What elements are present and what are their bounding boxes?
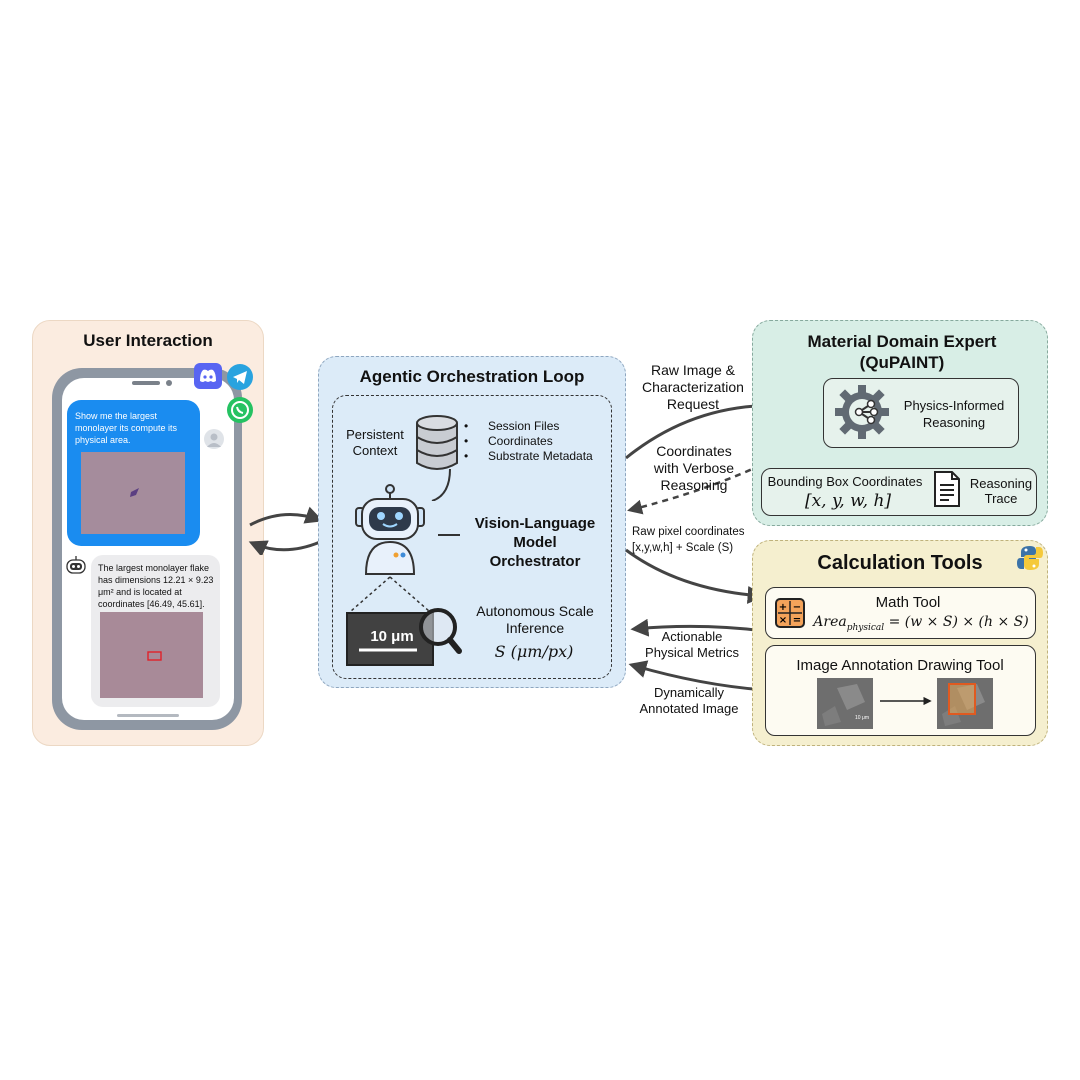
whatsapp-icon[interactable] xyxy=(227,397,253,423)
bbox-formula: [x, y, w, h] xyxy=(804,491,892,511)
svg-text:−: − xyxy=(793,602,801,613)
user-orchestrator-arrows xyxy=(248,506,324,555)
bbox-label: Bounding Box Coordinates xyxy=(767,474,923,489)
scale-bar-inference-graphic xyxy=(346,576,462,666)
actionable-metrics-label: Actionable Physical Metrics xyxy=(645,629,739,660)
user-interaction-title: User Interaction xyxy=(83,331,213,350)
sem-scale-caption: 10 μm xyxy=(855,715,869,721)
user-attached-microscope-image[interactable] xyxy=(81,452,185,534)
arrow-image-return xyxy=(628,660,765,692)
math-tool-box xyxy=(765,587,1036,639)
phone-home-bar xyxy=(117,714,179,717)
database-icon xyxy=(416,415,458,501)
math-formula-sub: physical xyxy=(846,622,885,633)
svg-text:=: = xyxy=(793,615,801,626)
return-arrows xyxy=(628,618,765,692)
gear-network-icon xyxy=(835,385,889,439)
arrow-to-calc xyxy=(625,548,766,604)
arrow-metrics-return xyxy=(630,618,765,637)
math-formula-lhs: Area xyxy=(813,614,847,630)
flake-bounding-box xyxy=(147,651,162,661)
svg-text:+: + xyxy=(779,602,787,613)
calc-tools-title: Calculation Tools xyxy=(817,552,983,574)
context-item-session-files: •Session Files xyxy=(464,419,560,433)
bot-avatar-icon xyxy=(66,556,86,574)
phone-speaker xyxy=(132,381,160,385)
document-icon xyxy=(934,471,960,507)
calculator-icon: + − × = xyxy=(775,598,805,628)
robot-connector-line xyxy=(438,534,460,536)
math-formula: Areaphysical = (w × S) × (h × S) xyxy=(810,614,1032,633)
messaging-app-icons xyxy=(194,363,253,423)
user-message-text: Show me the largest monolayer its comput… xyxy=(75,411,178,445)
persistent-context-label: Persistent Context xyxy=(346,427,404,458)
raw-pixel-label: Raw pixel coordinates [x,y,w,h] + Scale … xyxy=(632,526,745,554)
python-icon xyxy=(1017,546,1043,570)
context-item-coordinates: •Coordinates xyxy=(464,434,553,448)
bounding-box-output-box xyxy=(761,468,1037,516)
context-items-list: •Session Files •Coordinates •Substrate M… xyxy=(464,419,593,464)
flake-shape xyxy=(130,488,139,497)
context-item-substrate-metadata: •Substrate Metadata xyxy=(464,449,593,463)
scale-inference-label: Autonomous Scale Inference xyxy=(476,603,594,636)
annotated-image-label: Dynamically Annotated Image xyxy=(639,685,739,716)
raw-image-request-label: Raw Image & Characterization Request xyxy=(642,362,744,412)
svg-text:×: × xyxy=(779,615,787,626)
qupaint-title: Material Domain Expert (QuPAINT) xyxy=(807,332,997,372)
drawing-tool-label: Image Annotation Drawing Tool xyxy=(796,657,1004,674)
math-formula-rhs: = (w × S) × (h × S) xyxy=(888,614,1029,630)
discord-icon[interactable] xyxy=(194,363,222,389)
raw-sem-image xyxy=(817,678,873,729)
reasoning-trace-label: Reasoning Trace xyxy=(969,476,1033,506)
bot-message-text: The largest monolayer flake has dimensio… xyxy=(98,563,214,609)
physics-reasoning-label: Physics-Informed Reasoning xyxy=(903,398,1005,430)
orchestration-inner-loop xyxy=(332,395,612,679)
annotated-sem-image xyxy=(937,678,993,729)
math-tool-label: Math Tool xyxy=(875,594,941,611)
phone-camera xyxy=(166,380,172,386)
scale-bar-text: 10 μm xyxy=(370,628,414,645)
transform-arrow xyxy=(880,696,932,706)
bot-annotated-image[interactable] xyxy=(100,612,203,698)
telegram-icon[interactable] xyxy=(227,364,253,390)
user-avatar xyxy=(204,429,224,449)
orchestration-title: Agentic Orchestration Loop xyxy=(359,367,585,386)
robot-orchestrator-icon xyxy=(355,484,425,575)
coords-verbose-label: Coordinates with Verbose Reasoning xyxy=(653,443,735,493)
vlm-orchestrator-label: Vision-Language Model Orchestrator xyxy=(474,515,596,570)
scale-formula: S (μm/px) xyxy=(494,642,574,661)
